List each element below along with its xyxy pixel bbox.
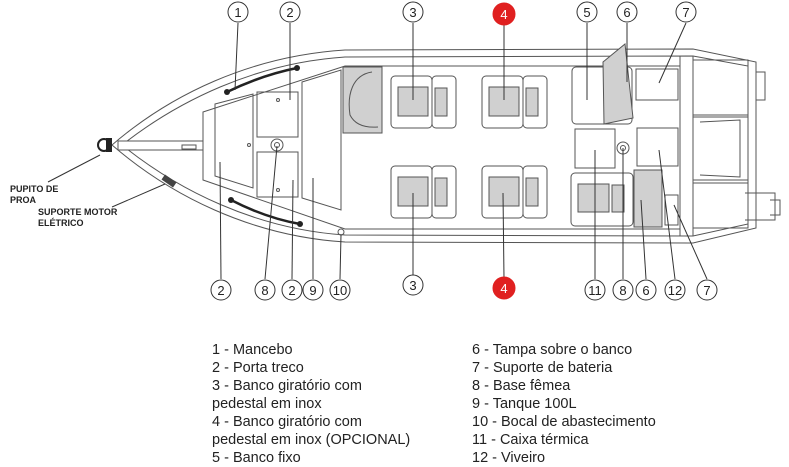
bow-console-icon — [97, 138, 112, 152]
svg-text:8: 8 — [619, 283, 626, 298]
svg-text:3: 3 — [409, 5, 416, 20]
motor-mount-label: SUPORTE MOTOR — [38, 207, 118, 217]
bow-console-label: PUPITO DE — [10, 184, 58, 194]
callout-7: 7 — [675, 1, 697, 23]
svg-text:4: 4 — [500, 7, 507, 22]
svg-text:5: 5 — [583, 5, 590, 20]
legend-item: 1 - Mancebo — [212, 342, 293, 358]
swivel-seats — [390, 75, 548, 219]
svg-text:12: 12 — [668, 283, 682, 298]
callout-4-optional: 4 — [492, 276, 516, 300]
legend-item: 11 - Caixa térmica — [472, 432, 589, 448]
legend-right: 6 - Tampa sobre o banco 7 - Suporte de b… — [472, 341, 656, 467]
callout-2: 2 — [281, 279, 303, 301]
legend-item: 10 - Bocal de abastecimento — [472, 414, 656, 430]
svg-text:6: 6 — [642, 283, 649, 298]
legend-item: 2 - Porta treco — [212, 360, 304, 376]
callout-2: 2 — [210, 279, 232, 301]
svg-text:6: 6 — [623, 5, 630, 20]
legend-item: pedestal em inox (OPCIONAL) — [212, 432, 411, 448]
legend-item: 5 - Banco fixo — [212, 450, 301, 466]
callout-10: 10 — [329, 279, 351, 301]
legend-item: 9 - Tanque 100L — [472, 396, 577, 412]
svg-text:4: 4 — [500, 281, 507, 296]
legend-item: 7 - Suporte de bateria — [472, 360, 613, 376]
bow-console-label: PROA — [10, 195, 37, 205]
svg-text:9: 9 — [309, 283, 316, 298]
legend-item: 12 - Viveiro — [472, 450, 546, 466]
bow-deck-panels — [214, 69, 342, 211]
svg-text:2: 2 — [217, 283, 224, 298]
bow-bar — [117, 140, 204, 151]
callout-6: 6 — [616, 1, 638, 23]
callout-8: 8 — [612, 279, 634, 301]
callout-3: 3 — [402, 274, 424, 296]
forward-seat — [342, 66, 383, 134]
stern-fittings — [570, 43, 781, 229]
svg-text:1: 1 — [234, 5, 241, 20]
svg-text:10: 10 — [333, 283, 347, 298]
callout-3: 3 — [402, 1, 424, 23]
callout-4-optional: 4 — [492, 2, 516, 26]
legend-item: 4 - Banco giratório com — [212, 414, 362, 430]
legend-item: 8 - Base fêmea — [472, 378, 571, 394]
legend-item: 3 - Banco giratório com — [212, 378, 362, 394]
svg-text:7: 7 — [703, 283, 710, 298]
callout-7: 7 — [696, 279, 718, 301]
callout-12: 12 — [664, 279, 686, 301]
mancebo-rails — [224, 65, 303, 227]
callout-6: 6 — [635, 279, 657, 301]
motor-mount-label: ELÉTRICO — [38, 218, 84, 228]
svg-text:7: 7 — [682, 5, 689, 20]
callout-9: 9 — [302, 279, 324, 301]
legend-left: 1 - Mancebo 2 - Porta treco 3 - Banco gi… — [212, 341, 410, 467]
svg-text:11: 11 — [588, 283, 602, 298]
callout-8: 8 — [254, 279, 276, 301]
callout-11: 11 — [584, 279, 606, 301]
callout-1: 1 — [227, 1, 249, 23]
svg-text:2: 2 — [288, 283, 295, 298]
svg-text:3: 3 — [409, 278, 416, 293]
callout-5: 5 — [576, 1, 598, 23]
callout-2: 2 — [279, 1, 301, 23]
svg-text:8: 8 — [261, 283, 268, 298]
legend-item: 6 - Tampa sobre o banco — [472, 342, 633, 358]
leader-lines — [47, 22, 708, 280]
electric-motor-mount-icon — [161, 174, 177, 188]
legend-item: pedestal em inox — [212, 396, 322, 412]
svg-text:2: 2 — [286, 5, 293, 20]
